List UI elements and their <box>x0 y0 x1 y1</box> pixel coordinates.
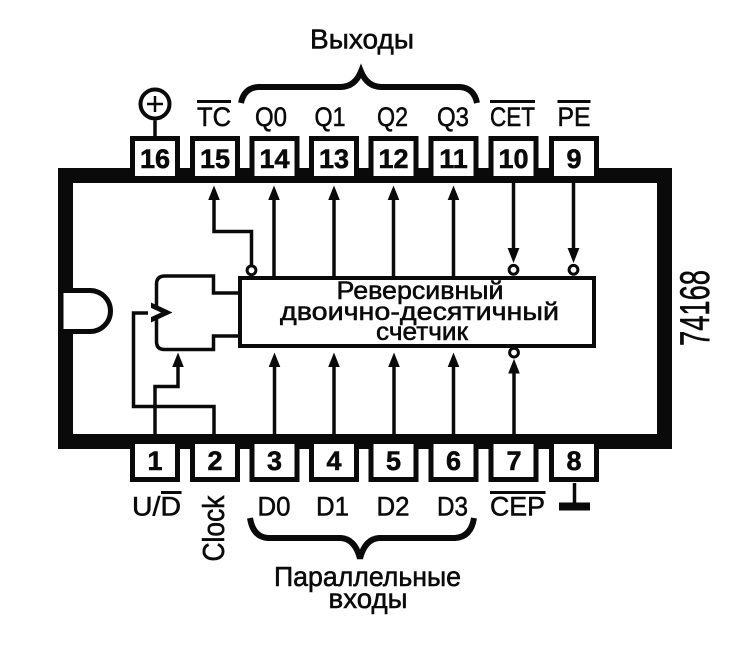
svg-text:двоично-десятичный: двоично-десятичный <box>280 298 559 326</box>
svg-text:Q1: Q1 <box>315 102 346 132</box>
svg-text:14: 14 <box>259 144 289 174</box>
svg-text:5: 5 <box>386 446 401 476</box>
svg-text:PE: PE <box>558 102 591 132</box>
svg-text:11: 11 <box>439 144 468 174</box>
svg-text:Параллельные: Параллельные <box>274 561 461 592</box>
svg-text:16: 16 <box>140 144 170 174</box>
svg-text:13: 13 <box>319 144 349 174</box>
svg-text:10: 10 <box>498 144 528 174</box>
svg-text:Q2: Q2 <box>377 102 408 132</box>
svg-text:D3: D3 <box>437 492 468 522</box>
svg-text:8: 8 <box>566 446 581 476</box>
svg-text:15: 15 <box>200 144 230 174</box>
svg-text:счетчик: счетчик <box>376 318 469 346</box>
svg-text:Clock: Clock <box>196 495 231 561</box>
svg-text:U/D: U/D <box>132 492 181 522</box>
svg-text:входы: входы <box>329 583 408 614</box>
svg-text:7: 7 <box>506 446 521 476</box>
svg-text:Q0: Q0 <box>255 102 287 132</box>
svg-text:Реверсивный: Реверсивный <box>337 277 504 305</box>
svg-text:TC: TC <box>197 102 231 132</box>
svg-text:D0: D0 <box>258 492 291 522</box>
svg-text:D2: D2 <box>377 492 410 522</box>
svg-text:12: 12 <box>378 144 408 174</box>
svg-text:CET: CET <box>490 102 535 132</box>
svg-text:Q3: Q3 <box>437 102 469 132</box>
svg-text:3: 3 <box>267 446 282 476</box>
svg-text:4: 4 <box>326 446 341 476</box>
svg-text:1: 1 <box>147 446 162 476</box>
svg-text:Выходы: Выходы <box>310 24 414 55</box>
svg-text:CEP: CEP <box>490 492 545 522</box>
svg-text:6: 6 <box>446 446 461 476</box>
svg-text:74168: 74168 <box>671 270 718 346</box>
svg-text:D1: D1 <box>316 492 349 522</box>
svg-text:9: 9 <box>566 144 581 174</box>
svg-text:2: 2 <box>207 446 222 476</box>
